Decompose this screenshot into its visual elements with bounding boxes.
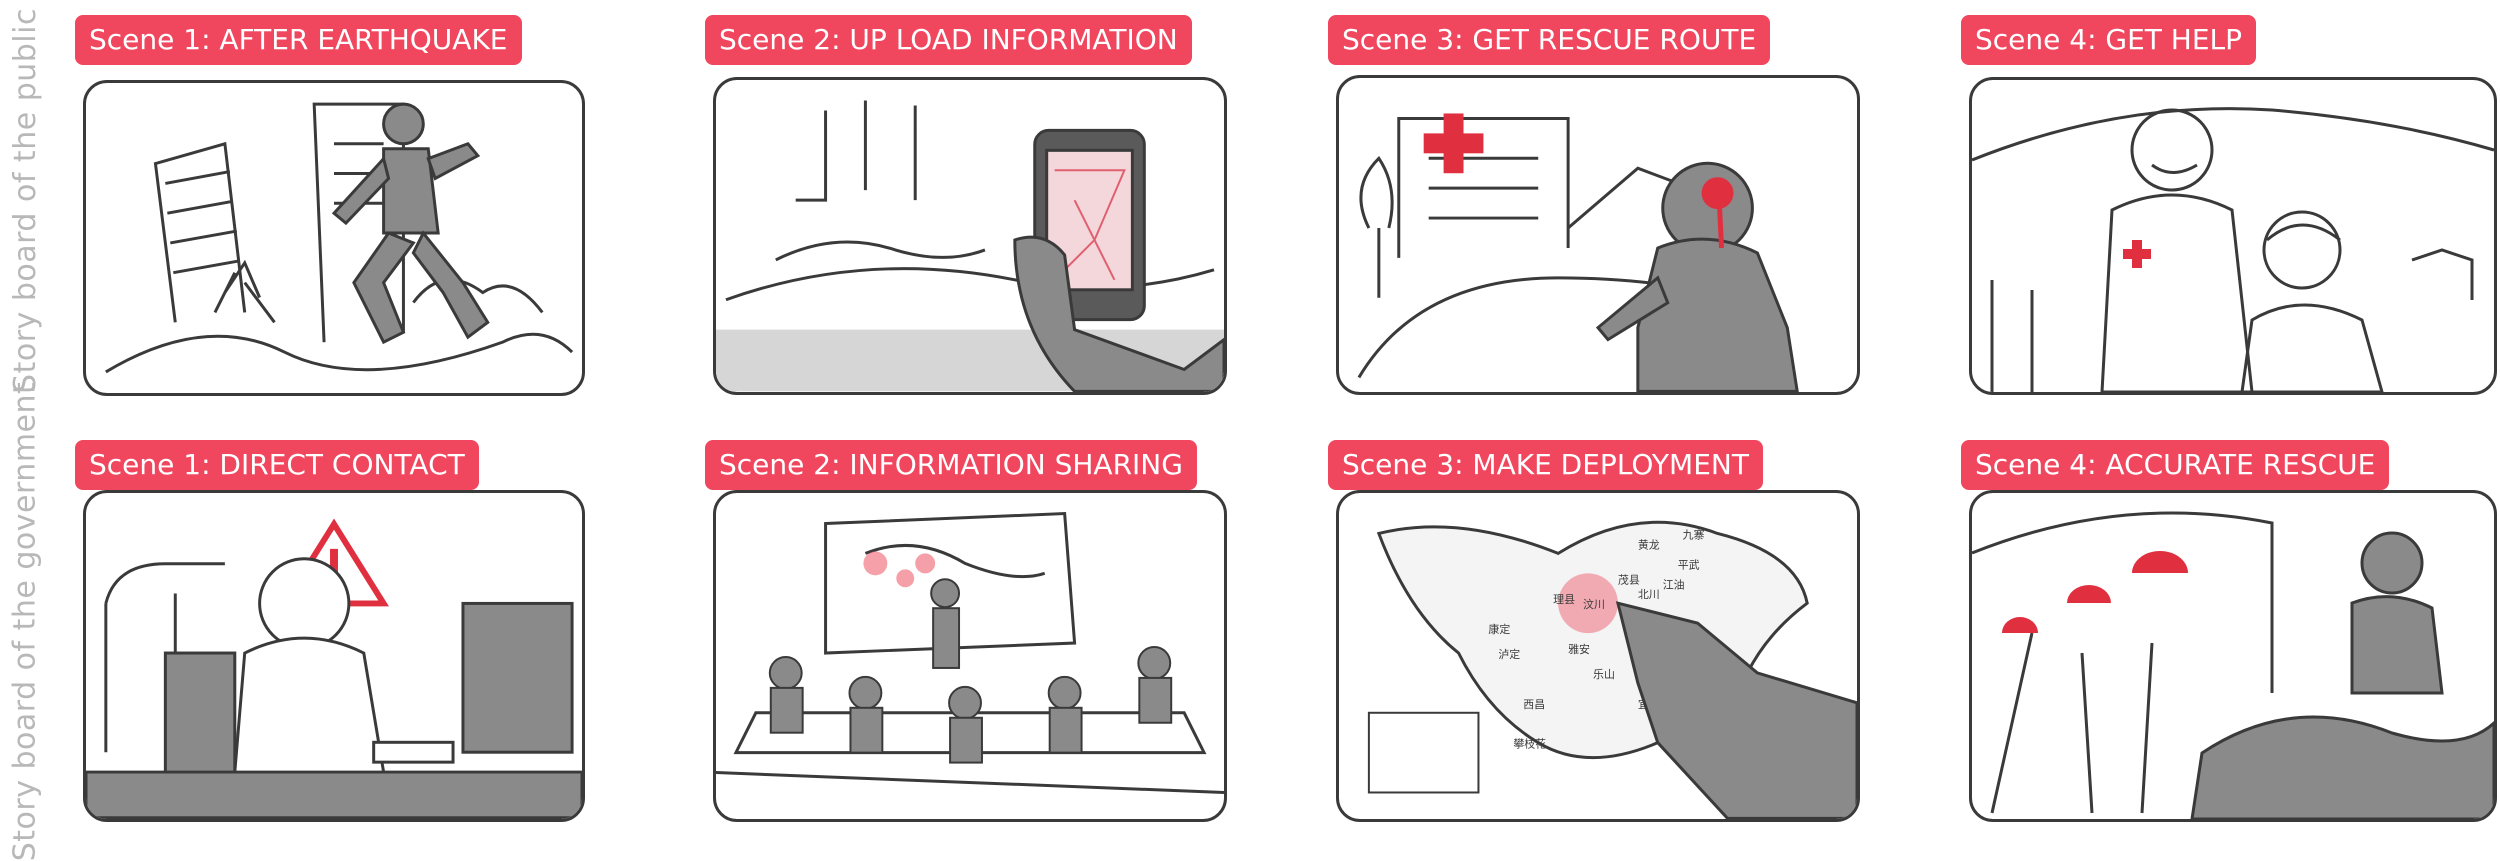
row-label-public-text: Story board of the public [7,7,43,393]
scene-public-1-title: Scene 1: AFTER EARTHQUAKE [75,15,522,65]
accurate-rescue-sketch [1972,511,2494,819]
phone-upload-sketch [716,100,1224,392]
map-city-label: 九寨 [1683,527,1705,541]
scene-government-2-title: Scene 2: INFORMATION SHARING [705,440,1197,490]
scene-public-1-illustration [83,80,585,396]
get-help-sketch [1972,107,2494,392]
deployment-map-sketch: 黄龙 九寨 平武 江油 北川 茂县 汶川 理县 成都 雅安 乐山 宜宾 康定 泸… [1367,520,1857,819]
scene-public-2-illustration [713,77,1227,395]
scene-government-4-illustration [1969,490,2497,822]
map-city-label: 泸定 [1498,647,1520,661]
pointing-hand [1615,601,1857,819]
scene-public-4-illustration [1969,77,2497,395]
medic-cross-icon [2123,240,2151,268]
inset-map [1367,711,1480,794]
scene-public-2-title: Scene 2: UP LOAD INFORMATION [705,15,1192,65]
scene-public-3-title: Scene 3: GET RESCUE ROUTE [1328,15,1771,65]
row-label-public: Story board of the public [0,0,50,400]
hotspot-markers [863,551,936,588]
scene-government-3-illustration: 黄龙 九寨 平武 江油 北川 茂县 汶川 理县 成都 雅安 乐山 宜宾 康定 泸… [1336,490,1860,822]
scene-public-3-illustration [1336,75,1860,395]
map-city-label: 北川 [1638,588,1660,601]
map-city-label: 平武 [1678,558,1700,571]
map-city-label: 理县 [1553,593,1575,606]
map-city-label: 江油 [1663,577,1685,591]
red-cross-icon [1423,113,1484,174]
information-sharing-sketch [716,512,1224,794]
row-label-government-text: Story board of the government [7,381,43,861]
row-label-government: Story board of the government [0,381,50,861]
map-city-label: 西昌 [1523,698,1545,711]
map-city-label: 攀枝花 [1513,737,1546,751]
scene-government-1-title: Scene 1: DIRECT CONTACT [75,440,479,490]
map-city-label: 汶川 [1583,597,1605,611]
scene-government-3-title: Scene 3: MAKE DEPLOYMENT [1328,440,1763,490]
scene-government-2-illustration [713,490,1227,822]
map-city-label: 茂县 [1618,572,1640,586]
map-city-label: 黄龙 [1638,537,1660,551]
map-city-label: 康定 [1488,622,1510,636]
scene-government-4-title: Scene 4: ACCURATE RESCUE [1961,440,2390,490]
rescue-route-sketch [1357,113,1799,392]
hard-hat-icons [2002,551,2188,633]
earthquake-sketch [105,102,574,374]
direct-contact-sketch [86,518,582,819]
scene-public-4-title: Scene 4: GET HELP [1961,15,2257,65]
map-city-label: 乐山 [1593,668,1615,681]
map-city-label: 雅安 [1568,642,1590,656]
scene-government-1-illustration [83,490,585,822]
